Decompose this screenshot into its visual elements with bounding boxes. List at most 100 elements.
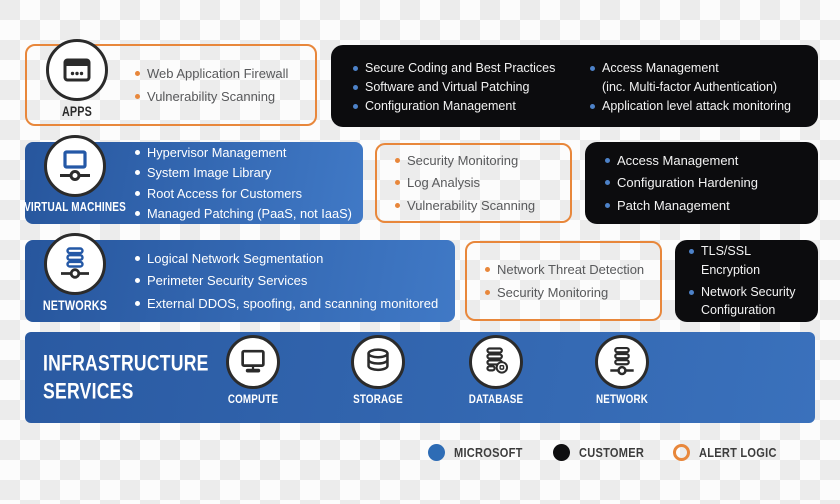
bullet-dot [689,289,694,295]
bullet-text: Perimeter Security Services [147,273,308,289]
bullet-item: Managed Patching (PaaS, not IaaS) [135,204,352,223]
apps-alert-list: Web Application Firewall Vulnerability S… [135,46,288,124]
bullet-dot [135,71,140,76]
bullet-dot [395,180,400,186]
vm-circle [44,135,106,197]
bullet-dot [689,249,694,254]
bullet-item: Configuration Hardening [605,173,810,193]
vm-alert-logic-panel: Security Monitoring Log Analysis Vulnera… [375,143,572,223]
bullet-dot [605,180,610,186]
network-label: NETWORK [596,392,648,406]
bullet-text: (inc. Multi-factor Authentication) [602,80,778,94]
bullet-text: Secure Coding and Best Practices [365,61,556,75]
apps-label: APPS [61,104,93,119]
bullet-text: Network Security Configuration [701,284,796,318]
bullet-text: Web Application Firewall [147,66,289,81]
monitor-stand-icon [241,349,265,373]
vm-label: VIRTUAL MACHINES [24,200,126,214]
bullet-item: Access Management [605,151,810,171]
bullet-text: Vulnerability Scanning [147,88,276,104]
legend-alert-logic: ALERT LOGIC [673,443,790,461]
bullet-text: Configuration Management [365,99,516,113]
storage-circle [351,335,405,389]
server-stack-badge-icon [486,347,509,374]
legend-label: ALERT LOGIC [699,444,777,460]
database-label: DATABASE [468,392,524,406]
bullet-item: Application level attack monitoring [590,97,791,116]
networks-microsoft-panel: NETWORKS Logical Network Segmentation Pe… [25,233,455,322]
bullet-dot [135,278,140,284]
apps-circle [46,39,108,101]
bullet-text: Hypervisor Management [147,145,287,161]
bullet-text: Vulnerability Scanning [407,197,536,213]
bullet-item: Patch Management [605,196,810,216]
bullet-dot [135,255,140,261]
bullet-dot [135,170,140,176]
bullet-dot [353,66,358,71]
bullet-text: External DDOS, spoofing, and scanning mo… [147,295,439,311]
server-stack-node-icon [61,247,89,279]
monitor-node-icon [60,150,90,181]
infrastructure-title: INFRASTRUCTURE SERVICES [43,349,209,406]
bullet-item: Root Access for Customers [135,184,352,203]
apps-customer-list-2: Access Management (inc. Multi-factor Aut… [590,59,791,116]
bullet-item: Hypervisor Management [135,143,352,162]
bullet-text: Logical Network Segmentation [147,250,324,266]
bullet-text: Patch Management [617,197,730,213]
legend-microsoft: MICROSOFT [428,443,535,461]
apps-alert-logic-panel: APPS Web Application Firewall Vulnerabil… [25,39,317,126]
bullet-item: Secure Coding and Best Practices [353,59,590,78]
vm-microsoft-panel: VIRTUAL MACHINES Hypervisor Management S… [24,135,363,224]
database-cylinder-icon [367,348,389,372]
vm-customer-panel: Access Management Configuration Hardenin… [585,142,818,224]
bullet-dot [353,85,358,90]
vm-microsoft-list: Hypervisor Management System Image Libra… [135,142,352,224]
bullet-item: Perimeter Security Services [135,271,438,291]
bullet-dot [135,150,140,156]
vm-icon-block: VIRTUAL MACHINES [10,135,140,214]
bullet-dot [395,157,400,163]
bullet-dot [590,66,595,71]
apps-customer-list-1: Secure Coding and Best Practices Softwar… [353,59,590,116]
bullet-item: Vulnerability Scanning [395,196,562,216]
bullet-dot [395,202,400,208]
apps-icon-block: APPS [12,39,142,119]
bullet-text: Security Monitoring [497,284,609,300]
bullet-item: Vulnerability Scanning [135,87,288,107]
bullet-text: Access Management [617,152,739,168]
bullet-dot [485,289,490,295]
bullet-item: External DDOS, spoofing, and scanning mo… [135,294,438,314]
bullet-text: Application level attack monitoring [602,99,791,113]
bullet-text: System Image Library [147,165,272,181]
database-circle [469,335,523,389]
networks-label: NETWORKS [42,298,108,313]
vm-customer-list: Access Management Configuration Hardenin… [605,142,810,224]
bullet-dot [605,157,610,163]
service-database: DATABASE [448,335,544,406]
customer-dot-icon [552,443,570,461]
bullet-text: Access Management [602,61,719,75]
bullet-item: System Image Library [135,163,352,182]
bullet-item: Web Application Firewall [135,64,288,84]
infrastructure-panel: INFRASTRUCTURE SERVICES COMPUTE [25,332,815,423]
compute-label: COMPUTE [227,392,279,406]
bullet-item: TLS/SSL Encryption [689,242,812,280]
bullet-item: Software and Virtual Patching [353,78,590,97]
bullet-item: Logical Network Segmentation [135,249,438,269]
bullet-text: Root Access for Customers [147,185,303,201]
bullet-item: Security Monitoring [485,283,652,303]
infrastructure-title-line2: SERVICES [43,378,134,404]
networks-customer-panel: TLS/SSL Encryption Network Security Conf… [675,240,818,322]
service-network: NETWORK [574,335,670,406]
bullet-item-continuation: (inc. Multi-factor Authentication) [590,78,791,97]
legend: MICROSOFT CUSTOMER ALERT LOGIC [428,441,791,463]
storage-label: STORAGE [353,392,403,406]
bullet-dot [590,104,595,109]
networks-customer-list: TLS/SSL Encryption Network Security Conf… [689,240,812,322]
bullet-dot [135,300,140,306]
bullet-text: Configuration Hardening [617,175,758,191]
bullet-text: Network Threat Detection [497,262,645,277]
bullet-dot [353,104,358,109]
server-stack-node-icon [610,346,634,376]
